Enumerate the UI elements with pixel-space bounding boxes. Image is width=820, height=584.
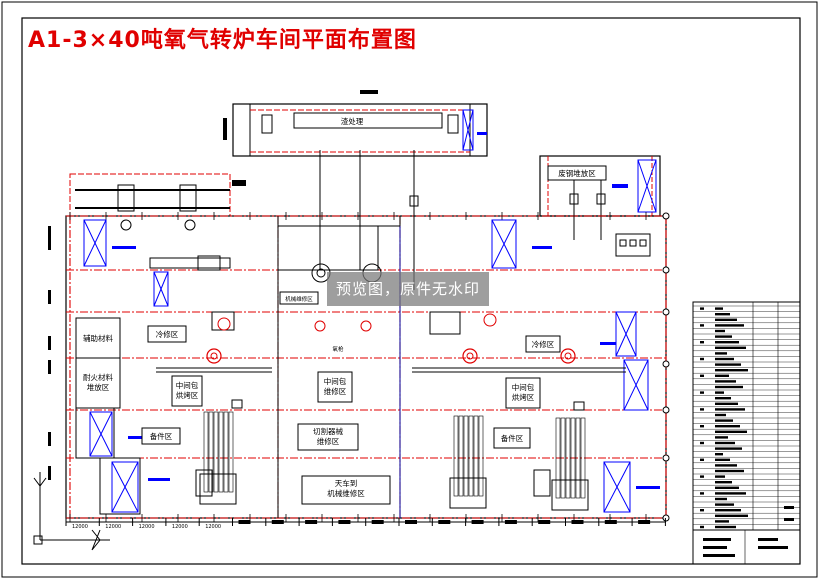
drawing-frame [21, 17, 801, 565]
area-labels: 渣处理废钢堆放区机械维修区辅助材料冷修区冷修区氧枪耐火材料堆放区中间包烘烤区中间… [83, 116, 596, 498]
label-refractory: 耐火材料堆放区 [83, 372, 113, 392]
label-top-hall: 渣处理 [341, 116, 364, 126]
charging-conveyor [69, 173, 246, 231]
interior-partitions [75, 150, 419, 518]
label-tundish-right: 中间包烘烤区 [512, 382, 535, 402]
label-tundish-mid: 中间包维修区 [324, 376, 347, 396]
room-label-boxes [141, 291, 561, 505]
label-oxygen-lance: 氧枪 [332, 345, 344, 353]
dimension-text: 12000 [72, 524, 88, 530]
label-cutter-repair: 切割器械维修区 [313, 426, 343, 446]
blue-equipment [83, 219, 649, 513]
blue-markers [112, 246, 660, 489]
dimension-text: 12000 [105, 524, 121, 530]
preview-watermark: 预览图，原件无水印 [327, 272, 489, 306]
drawing-title: A1-3×40吨氧气转炉车间平面布置图 [28, 28, 417, 53]
label-cooling-area-left: 冷修区 [156, 329, 179, 339]
label-scrap-area: 废钢堆放区 [558, 168, 596, 178]
casting-machines [199, 411, 589, 511]
label-crane-repair: 天车到机械维修区 [327, 478, 365, 498]
label-aux-materials: 辅助材料 [83, 333, 113, 343]
label-mech-room: 机械维修区 [285, 295, 313, 303]
title-block [692, 301, 801, 565]
converters [156, 348, 626, 373]
dimension-text: 12000 [139, 524, 155, 530]
label-tundish-left: 中间包烘烤区 [176, 380, 199, 400]
scrap-yard [539, 155, 661, 240]
dimension-text: 12000 [205, 524, 221, 530]
label-spare-right: 备件区 [501, 433, 524, 443]
dimension-line: 12000 12000 12000 12000 12000 [65, 518, 666, 530]
label-spare-left: 备件区 [150, 431, 173, 441]
label-cooling-area-right: 冷修区 [532, 339, 555, 349]
dimension-text: 12000 [172, 524, 188, 530]
ucs-icon [33, 472, 110, 551]
